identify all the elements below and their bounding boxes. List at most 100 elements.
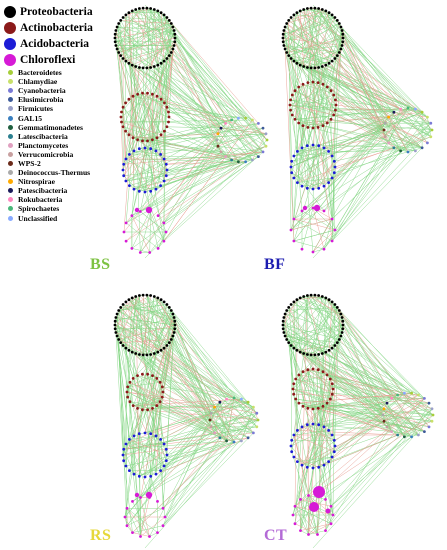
network-edge [169, 55, 239, 162]
legend-dot-icon [4, 38, 16, 50]
network-edge [150, 402, 221, 477]
network-edge [312, 218, 333, 253]
network-edge [290, 145, 319, 231]
network-node [146, 139, 149, 143]
network-edge [328, 301, 333, 351]
network-node [322, 247, 326, 251]
network-node [382, 407, 386, 411]
network-edge [118, 324, 176, 340]
network-node [429, 121, 433, 125]
network-edge [116, 335, 141, 537]
network-node [287, 54, 291, 57]
network-node [309, 353, 313, 357]
network-edge [142, 34, 175, 69]
network-node [392, 146, 396, 150]
network-edge [288, 55, 385, 131]
network-edge [291, 451, 318, 535]
network-node [311, 407, 315, 411]
network-edge [115, 34, 165, 62]
network-edge [123, 432, 254, 450]
network-edge [283, 296, 323, 329]
network-node [130, 9, 134, 13]
network-node [162, 239, 166, 243]
network-node [317, 66, 320, 69]
network-edge [312, 119, 332, 129]
network-edge [125, 131, 146, 193]
network-node [301, 82, 305, 86]
network-edge [157, 297, 235, 443]
network-node [324, 9, 328, 13]
network-node [246, 400, 250, 404]
network-edge [160, 437, 221, 471]
network-node [131, 136, 135, 140]
network-edge [312, 398, 425, 410]
network-node [289, 444, 293, 448]
network-node-large [309, 502, 319, 512]
network-node [151, 138, 154, 142]
network-node [289, 228, 293, 232]
network-edge [220, 127, 264, 153]
network-edge [296, 63, 416, 110]
network-node [290, 113, 294, 117]
network-node [382, 128, 386, 132]
network-node [281, 319, 285, 323]
network-edge [137, 127, 264, 141]
network-edge [115, 332, 254, 408]
network-edge [330, 398, 425, 507]
network-node [295, 11, 299, 15]
network-edge [411, 402, 430, 437]
network-node [160, 385, 164, 389]
network-edge [152, 401, 249, 409]
network-edge [296, 350, 434, 416]
network-edge [297, 430, 398, 436]
network-edge [139, 147, 146, 192]
network-edge [129, 382, 212, 427]
network-edge [131, 156, 259, 249]
network-edge [125, 151, 222, 242]
network-node [320, 295, 324, 298]
network-edge [146, 354, 235, 399]
network-edge [125, 441, 235, 467]
network-node [124, 346, 128, 350]
network-edge [293, 307, 338, 349]
legend-label: Gemmatimonadetes [18, 122, 83, 132]
network-edge [120, 304, 168, 343]
network-node [298, 296, 302, 300]
network-edge [129, 139, 153, 186]
network-node [302, 8, 306, 11]
network-edge [118, 299, 162, 311]
network-node [117, 338, 121, 341]
network-node [297, 373, 301, 377]
legend-dot-icon [8, 160, 13, 166]
network-node [322, 463, 326, 467]
legend-label: GAL15 [18, 113, 43, 123]
network-edge [128, 98, 218, 141]
network-edge [147, 93, 161, 186]
network-edge [318, 8, 340, 53]
network-edge [168, 111, 222, 129]
network-node [327, 298, 331, 302]
network-edge [307, 369, 334, 390]
network-edge [129, 304, 168, 471]
network-edge [137, 408, 140, 477]
network-edge [282, 37, 286, 50]
network-node [294, 397, 298, 401]
network-node [159, 153, 163, 156]
network-edge [300, 530, 309, 535]
network-edge [302, 406, 319, 409]
network-node [330, 382, 334, 386]
network-node [114, 44, 118, 47]
network-node [149, 432, 153, 436]
network-edge [302, 84, 319, 128]
network-node [296, 460, 299, 463]
network-node [172, 316, 176, 319]
network-node [317, 294, 320, 297]
network-edge [323, 420, 385, 428]
network-edge [171, 23, 267, 147]
network-node [246, 436, 250, 440]
network-edge [314, 67, 431, 137]
network-edge [174, 41, 222, 152]
network-node [417, 393, 420, 397]
network-edge [133, 378, 157, 406]
